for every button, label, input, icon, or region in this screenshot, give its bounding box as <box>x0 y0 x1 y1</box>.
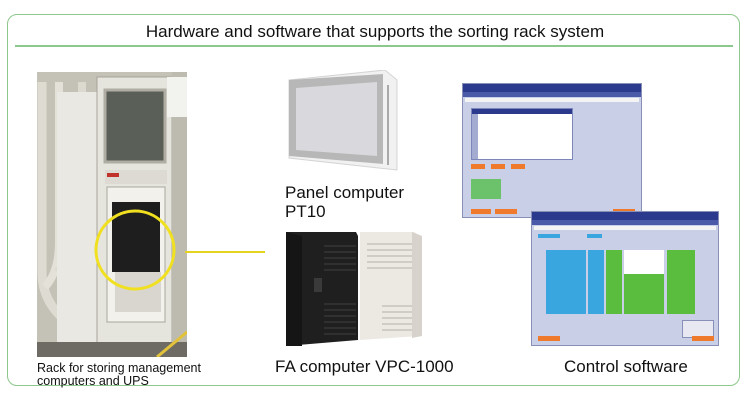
cyan-label <box>587 234 602 238</box>
panel-computer-illustration <box>288 69 398 171</box>
green-column <box>606 250 622 314</box>
orange-button <box>511 164 525 169</box>
fa-computer-photo <box>272 228 432 348</box>
content-frame <box>7 14 740 386</box>
orange-button <box>495 209 517 214</box>
connector-line <box>185 251 265 253</box>
green-column <box>667 250 695 314</box>
rack-caption-line2: computers and UPS <box>37 374 149 388</box>
cyan-column <box>546 250 586 314</box>
window-toolbar <box>465 98 639 102</box>
white-block <box>624 250 664 274</box>
orange-button <box>471 164 485 169</box>
fa-computer-caption: FA computer VPC-1000 <box>275 357 454 376</box>
window-titlebar <box>463 84 641 92</box>
data-table <box>471 108 573 160</box>
green-block <box>624 274 664 314</box>
control-software-caption: Control software <box>564 357 688 376</box>
software-screenshot-1 <box>462 83 642 218</box>
rack-caption-line1: Rack for storing management <box>37 361 201 375</box>
software-screenshot-2 <box>531 211 719 346</box>
fa-computer-illustration <box>286 232 422 346</box>
panel-computer-caption-line1: Panel computer <box>285 183 405 202</box>
window-titlebar <box>532 212 718 220</box>
highlight-circle <box>94 209 176 291</box>
green-label-block <box>471 179 501 199</box>
rack-illustration <box>37 72 187 357</box>
window-toolbar <box>534 226 716 230</box>
orange-button <box>471 209 491 214</box>
rack-photo <box>37 72 187 357</box>
window-subtitle <box>463 92 641 97</box>
orange-button <box>692 336 714 341</box>
page-title: Hardware and software that supports the … <box>145 22 605 41</box>
cyan-label <box>538 234 560 238</box>
panel-computer-photo <box>285 69 400 175</box>
panel-computer-caption-line2: PT10 <box>285 202 326 221</box>
orange-button <box>491 164 505 169</box>
window-subtitle <box>532 220 718 225</box>
cyan-column <box>588 250 604 314</box>
orange-button <box>538 336 560 341</box>
title-divider <box>15 45 733 47</box>
